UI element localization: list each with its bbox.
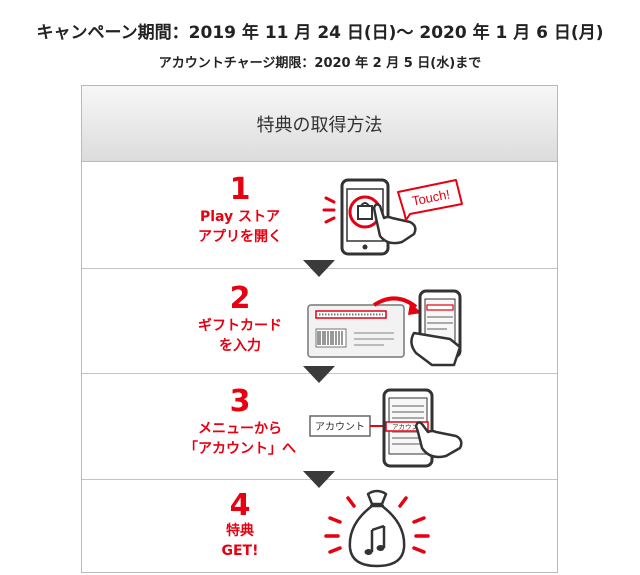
step-number: 1: [229, 172, 251, 207]
step-number: 4: [229, 488, 251, 523]
down-arrow-icon: [303, 471, 335, 488]
step-number: 2: [229, 281, 251, 316]
step-text: 特典 GET!: [221, 523, 259, 559]
step-1: 1 Play ストア アプリを開く Touch!: [82, 162, 557, 269]
down-arrow-icon: [303, 260, 335, 277]
account-mini-label: アカウント: [392, 423, 425, 431]
down-arrow-icon: [303, 366, 335, 383]
box-title: 特典の取得方法: [82, 86, 557, 162]
phone-store-tap-icon: Touch!: [322, 178, 463, 256]
step-2: 2 ギフトカード を入力: [82, 269, 557, 374]
step-text: メニューから 「アカウント」へ: [184, 421, 296, 457]
campaign-period: キャンペーン期間：2019 年 11 月 24 日(日)～ 2020 年 1 月…: [36, 23, 604, 43]
money-bag-music-icon: [324, 489, 430, 568]
charge-deadline: アカウントチャージ期限：2020 年 2 月 5 日(水)まで: [158, 56, 482, 71]
step-3: 3 メニューから 「アカウント」へ アカウント アカウント: [82, 374, 557, 480]
touch-label: Touch!: [411, 186, 451, 208]
instructions-box: 特典の取得方法 1 Play ストア アプリを開く Touch! 2 ギフトカー…: [81, 85, 558, 573]
step-4: 4 特典 GET!: [82, 480, 557, 574]
step-text: Play ストア アプリを開く: [198, 209, 282, 245]
step-number: 3: [229, 384, 251, 419]
account-label: アカウント: [315, 421, 365, 433]
gift-card-to-phone-icon: [307, 289, 462, 367]
step-text: ギフトカード を入力: [198, 318, 282, 354]
phone-account-menu-icon: アカウント アカウント: [309, 388, 463, 468]
